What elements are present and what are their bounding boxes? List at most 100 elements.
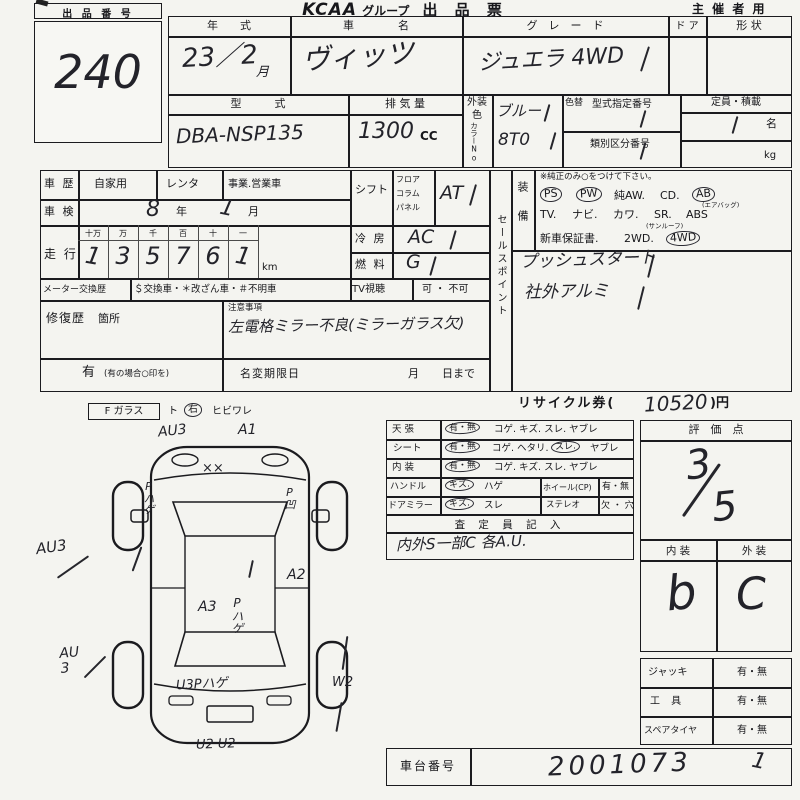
line <box>78 170 80 278</box>
line <box>222 170 224 199</box>
sales-point-2: 社外アルミ <box>523 281 609 303</box>
lot-number: 240 <box>54 45 142 99</box>
front-glass-opt3: ヒビワレ <box>212 406 252 417</box>
line <box>348 94 350 168</box>
line <box>680 112 792 114</box>
circled-option: AB <box>691 186 716 203</box>
steering-label: ハンドル <box>390 482 427 492</box>
line <box>168 94 792 96</box>
line <box>512 250 792 252</box>
line <box>258 225 259 278</box>
notes-label: 注意事項 <box>228 303 263 313</box>
equipment-cd: CD. <box>660 189 680 202</box>
line <box>462 16 464 168</box>
lot-number-box <box>34 21 162 143</box>
fuel-value: G <box>406 251 421 273</box>
brand-logo: KCAA <box>302 0 357 20</box>
line <box>138 225 139 278</box>
interior-label: 内 装 <box>392 462 415 473</box>
equipment-ab: AB <box>691 186 716 203</box>
equipment-label: 装備 <box>516 181 529 239</box>
history-label: 車 歴 <box>44 177 76 190</box>
stereo-label: ステレオ <box>546 500 581 510</box>
line <box>350 252 490 254</box>
mileage-label: 走 行 <box>44 247 78 261</box>
line <box>168 114 462 116</box>
mirror-right <box>311 509 330 523</box>
door-label: ド ア <box>675 21 699 32</box>
wheel-front-left <box>111 480 145 552</box>
equipment-2wd: 2WD. <box>624 232 654 245</box>
line <box>640 716 792 718</box>
wheel-front-right <box>315 480 349 552</box>
damage-annotation: A2 <box>287 567 306 583</box>
damage-annotation: W2 <box>332 675 354 690</box>
line <box>168 36 792 38</box>
line <box>598 477 600 515</box>
shape-label: 形 状 <box>736 19 762 32</box>
exterior-color-label: 外装色 <box>467 97 487 121</box>
type-no-label: 型式指定番号 <box>592 99 652 110</box>
line <box>386 477 634 479</box>
organizer-label: 主 催 者 用 <box>692 2 767 16</box>
damage-annotation: Pハゲ <box>142 480 155 515</box>
ac-label: 冷 房 <box>355 232 387 245</box>
line <box>680 94 682 168</box>
headliner-has: 有・無 <box>444 421 481 436</box>
tool-options: 有・無 <box>737 696 767 707</box>
history-business: 事業.営業車 <box>228 179 282 190</box>
front-glass-opt1: ト <box>168 406 178 417</box>
damage-annotation: Pハゲ <box>230 596 244 634</box>
inspection-year-unit: 年 <box>176 205 187 218</box>
equipment-4wd: 4WD <box>665 230 701 247</box>
circled-option: スレ. <box>550 440 581 455</box>
fuel-label: 燃 料 <box>355 258 387 271</box>
line <box>716 540 718 652</box>
circled-option: キズ. <box>444 497 475 512</box>
circled-option: 有・無 <box>444 440 481 455</box>
line <box>350 170 352 300</box>
displacement-label: 排 気 量 <box>385 97 425 110</box>
lot-label-box: 出 品 番 号 <box>34 3 162 20</box>
chassis-box <box>386 748 792 786</box>
taillight-right <box>266 695 292 706</box>
displacement-unit: CC <box>420 129 438 143</box>
color-no-label: カラーNo <box>469 122 479 163</box>
damage-annotation: P凹 <box>283 486 296 510</box>
damage-annotation: A3 <box>198 599 217 615</box>
equipment-sunroof-note: (サンルーフ) <box>646 222 684 230</box>
door-mirror-first: キズ. <box>444 497 475 512</box>
repair-has-label: 有 <box>82 365 96 380</box>
history-private: 自家用 <box>94 177 127 190</box>
equipment-warranty: 新車保証書. <box>540 232 599 245</box>
jack-options: 有・無 <box>737 667 767 678</box>
rear-window <box>173 631 287 667</box>
year-month: 月 <box>256 65 270 80</box>
circled-option: PS <box>539 186 562 203</box>
jack-label: ジャッキ <box>648 667 688 678</box>
shift-panel-option: パネル <box>396 203 420 212</box>
headliner-label: 天 張 <box>392 424 415 435</box>
line <box>386 532 634 534</box>
line <box>712 658 714 745</box>
damage-annotation: U3Pハゲ <box>175 675 228 694</box>
inspection-label: 車 検 <box>44 205 76 218</box>
license-plate <box>206 705 254 723</box>
meter-history-options: ＄交換車・＊改ざん車・＃不明車 <box>134 284 277 295</box>
line <box>706 16 708 94</box>
mileage-km-unit: km <box>262 262 278 273</box>
circled-option: キズ. <box>444 478 475 493</box>
door-mirror-rest: スレ <box>484 500 504 511</box>
interior-grade-label: 内 装 <box>665 545 691 557</box>
doc-title: KCAA グループ 出 品 票 <box>240 0 570 21</box>
condition-table <box>386 420 634 515</box>
brand-group: グループ <box>362 4 410 18</box>
equipment-note: ※純正のみ○をつけて下さい。 <box>540 172 657 182</box>
equipment-aw: 純AW. <box>614 189 646 202</box>
wheelcap-options: 有・無 <box>602 482 630 492</box>
damage-annotation: AU 3 <box>58 644 80 677</box>
equipment-sr: SR. <box>654 208 672 221</box>
line <box>392 170 394 278</box>
repair-has-hint: (有の場合○印を) <box>104 369 170 379</box>
mileage-unit-100k: 十万 <box>85 229 101 238</box>
